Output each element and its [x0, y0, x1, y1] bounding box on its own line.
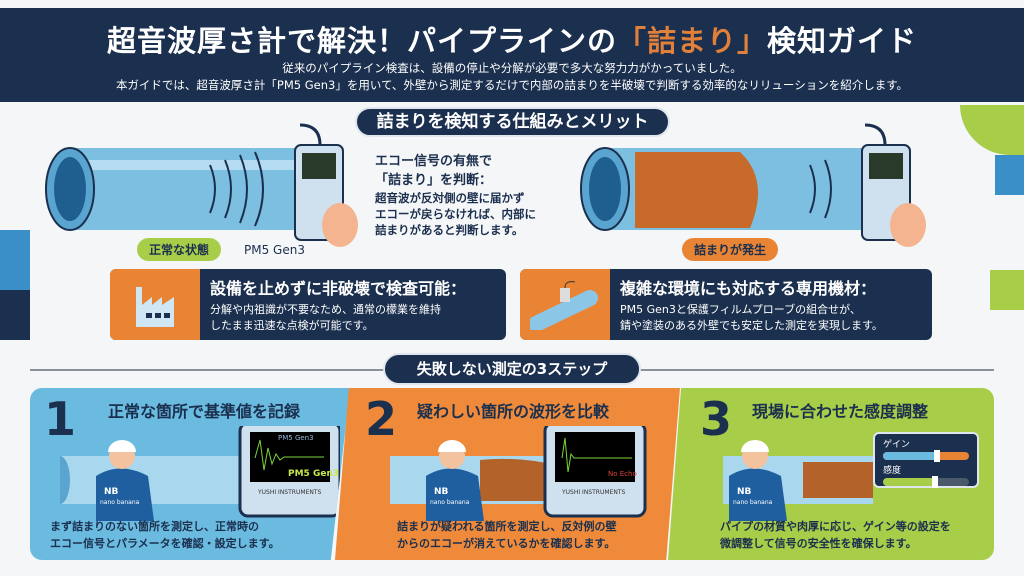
gain-label: ゲイン — [883, 440, 910, 450]
nano-banana-label: nano banana — [733, 499, 773, 506]
step-2-panel: 2 疑わしい箇所の波形を比較 NB nano banana No Echo YU… — [335, 388, 680, 560]
decor-shape — [990, 270, 1024, 310]
brand-label: YUSHI INSTRUMENTS — [561, 489, 625, 496]
subtitle-line-2: 本ガイドでは、超音波厚さ計「PM5 Gen3」を用いて、外壁から測定するだけで内… — [115, 78, 909, 92]
step-number: 3 — [700, 392, 733, 446]
explain-title-2: 「詰まり」を判断： — [375, 173, 493, 188]
decor-shape — [0, 230, 30, 290]
nb-logo: NB — [434, 487, 449, 497]
step-3-illustration: NB nano banana — [723, 440, 873, 521]
section-heading-steps: 失敗しない測定の3ステップ — [383, 353, 641, 385]
sensitivity-label: 感度 — [883, 466, 902, 476]
benefit-text: 分解や内祖識が不要なため、通常の檬業を維持 — [210, 303, 441, 316]
factory-icon — [110, 269, 200, 340]
step-desc: からのエコーが消えているかを確認します。 — [397, 537, 616, 550]
benefit-title: 複雑な環境にも対応する専用機材： — [620, 279, 877, 298]
step-desc: 微調整して信号の安全性を確保します。 — [720, 537, 917, 550]
step-number: 2 — [365, 392, 398, 446]
normal-pipe-illustration — [45, 123, 358, 247]
step-number: 1 — [44, 392, 77, 446]
normal-state-label: 正常な状態 — [137, 238, 222, 261]
benefit-title: 設備を止めずに非破壊で検査可能： — [210, 279, 467, 298]
gain-slider[interactable] — [883, 450, 969, 462]
explain-line: 詰まりがあると判断します。 — [375, 223, 524, 237]
step-desc: 詰まりが疑われる箇所を測定し、反対例の壁 — [397, 520, 617, 533]
subtitle-line-1: 従来のパイプライン検査は、設備の停止や分解が必要で多大な努力力がかっていました。 — [282, 61, 742, 75]
benefit-text: PM5 Gen3と保護フィルムプローブの組合せが、 — [620, 303, 861, 316]
explain-line: 超音波が反対側の壁に届かず — [375, 191, 525, 205]
benefit-text: したまま迅速な点検が可能です。 — [210, 319, 374, 332]
decor-shape — [0, 290, 30, 340]
step-1-illustration: NB nano banana PM5 Gen3 PM5 Gen3 YUSHI I… — [60, 426, 340, 521]
page-title: 超音波厚さ計で解決！パイプラインの「詰まり」検知ガイド — [106, 24, 918, 58]
mechanism-explanation: エコー信号の有無で 「詰まり」を判断： 超音波が反対側の壁に届かず エコーが戻ら… — [375, 150, 536, 238]
explain-title-1: エコー信号の有無で — [375, 154, 493, 169]
screen-title: PM5 Gen3 — [278, 434, 314, 442]
nano-banana-label: nano banana — [430, 499, 470, 506]
clog-occurred-label: 詰まりが発生 — [682, 238, 779, 261]
device-label: PM5 Gen3 — [244, 243, 305, 257]
nb-logo: NB — [104, 487, 119, 497]
header-banner: 超音波厚さ計で解決！パイプラインの「詰まり」検知ガイド 従来のパイプライン検査は… — [0, 8, 1024, 102]
clogged-pipe-illustration — [580, 123, 926, 247]
pipe-probe-icon — [520, 269, 610, 340]
step-desc: まず詰まりのない箇所を測定し、正常時の — [50, 520, 259, 533]
step-1-panel: 1 正常な箇所で基準値を記録 NB nano banana PM5 Gen3 P… — [30, 388, 350, 560]
step-title: 疑わしい箇所の波形を比較 — [417, 402, 610, 421]
nano-banana-label: nano banana — [100, 499, 140, 506]
benefit-card-nondestructive: 設備を止めずに非破壊で検査可能： 分解や内祖識が不要なため、通常の檬業を維持したま… — [110, 269, 506, 340]
step-desc: パイプの材質や肉厚に応じ、ゲイン等の設定を — [720, 520, 951, 533]
sensitivity-panel: ゲイン 感度 — [873, 432, 979, 488]
step-title: 正常な箇所で基準値を記録 — [108, 402, 301, 421]
screen-text: No Echo — [608, 470, 637, 478]
benefit-text: 錆や塗装のある外壁でも安定した測定を実現します。 — [620, 319, 883, 332]
decor-shape — [995, 155, 1024, 195]
brand-label: YUSHI INSTRUMENTS — [257, 489, 321, 496]
decor-shape — [960, 105, 1024, 155]
step-2-illustration: NB nano banana No Echo YUSHI INSTRUMENTS — [390, 426, 647, 521]
step-3-panel: 3 現場に合わせた感度調整 NB nano banana ゲイン 感度 パイプの… — [668, 388, 994, 560]
benefit-card-equipment: 複雑な環境にも対応する専用機材： PM5 Gen3と保護フィルムプローブの組合せが… — [520, 269, 932, 340]
section-heading-mechanism: 詰まりを検知する仕組みとメリット — [355, 107, 670, 137]
nb-logo: NB — [737, 487, 752, 497]
step-desc: エコー信号とパラメータを確認・設定します。 — [50, 537, 280, 550]
step-title: 現場に合わせた感度調整 — [752, 402, 929, 421]
sensitivity-slider[interactable] — [883, 476, 969, 488]
screen-text: PM5 Gen3 — [288, 469, 339, 479]
explain-line: エコーが戻らなければ、内部に — [375, 207, 536, 221]
